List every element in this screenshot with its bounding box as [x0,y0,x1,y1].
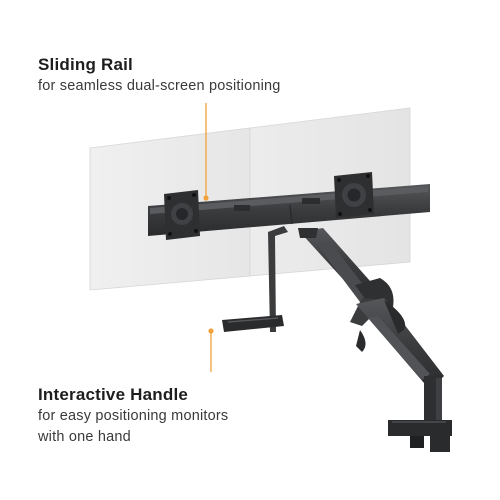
vesa-plate-right [334,172,374,218]
interactive-handle [222,226,318,332]
mount-pole [424,376,442,428]
interactive-handle-description-line1: for easy positioning monitors [38,408,229,424]
sliding-rail-description: for seamless dual-screen positioning [38,78,281,94]
vesa-plate-left [164,190,200,240]
interactive-handle-callout: Interactive Handle for easy positioning … [38,384,228,448]
upper-arm [356,298,444,390]
sliding-rail-title: Sliding Rail [38,55,133,74]
interactive-handle-description-line2: with one hand [38,429,131,445]
interactive-handle-title: Interactive Handle [38,385,189,404]
sliding-rail-callout: Sliding Rail for seamless dual-screen po… [38,54,281,97]
clamp [388,420,452,452]
rail-leader-dot [203,195,209,201]
